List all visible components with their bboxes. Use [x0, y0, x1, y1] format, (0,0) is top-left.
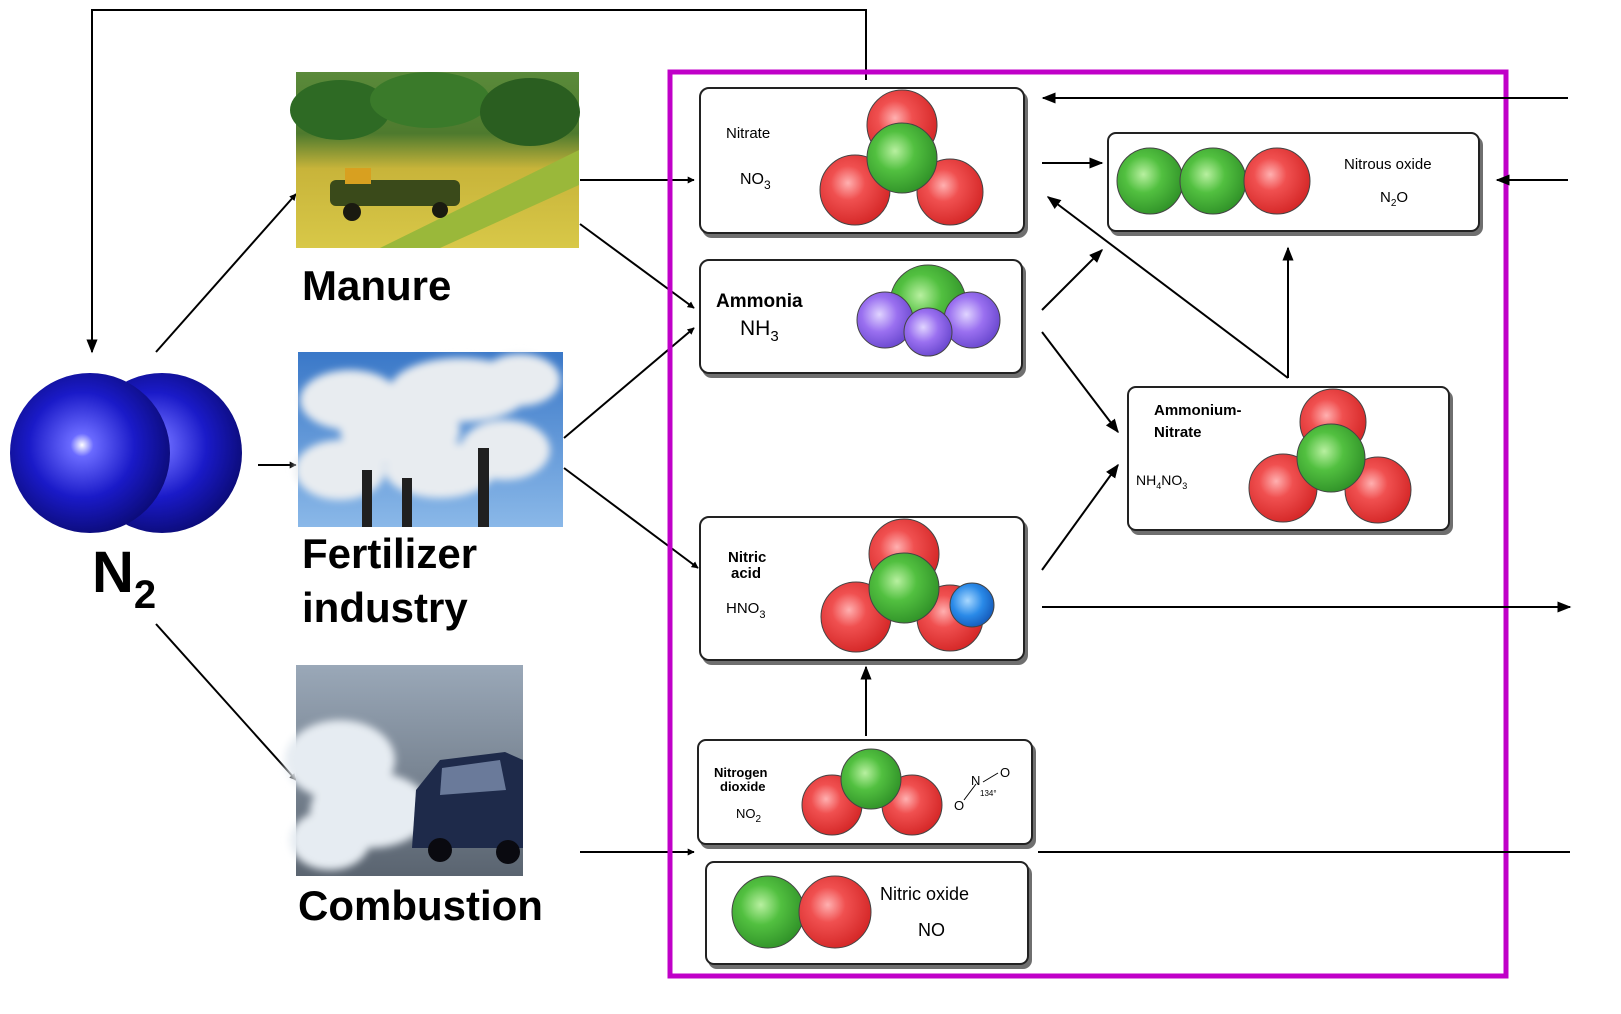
nitric-acid-name: Nitric acid	[728, 549, 771, 582]
nitric-oxide-molecule	[731, 875, 872, 949]
ammonia-name: Ammonia	[716, 291, 803, 312]
nitric-acid-molecule	[820, 518, 995, 653]
nitric-oxide-box: Nitric oxide NO	[705, 861, 1029, 965]
n2-to-sources-arrows	[155, 193, 297, 781]
manure-label: Manure	[302, 262, 451, 309]
nitrous-oxide-name: Nitrous oxide	[1344, 156, 1432, 173]
n2-molecule	[10, 373, 242, 533]
nitrate-name: Nitrate	[726, 125, 770, 142]
structure-angle: 134°	[980, 789, 997, 798]
nitrous-oxide-formula: N2O	[1380, 189, 1408, 209]
nitrous-oxide-molecule	[1116, 147, 1311, 215]
nitrogen-dioxide-name: Nitrogen dioxide	[714, 765, 771, 794]
nitrate-formula: NO3	[740, 171, 771, 192]
nitric-acid-box: Nitric acid HNO3	[699, 516, 1025, 661]
combustion-label: Combustion	[298, 882, 543, 929]
atmosphere-frame	[667, 69, 1509, 979]
structure-o-left: O	[954, 798, 964, 813]
fertilizer-industry-photo	[295, 352, 563, 527]
nitric-oxide-formula: NO	[918, 920, 945, 940]
nitric-acid-formula: HNO3	[726, 600, 765, 621]
ammonia-formula: NH3	[740, 317, 779, 345]
n2-symbol: N	[92, 540, 134, 605]
structure-o-right: O	[1000, 765, 1010, 780]
ammonium-nitrate-box: Ammonium- Nitrate NH4NO3	[1127, 386, 1450, 531]
nitrogen-dioxide-formula: NO2	[736, 806, 762, 825]
nitrogen-dioxide-molecule	[801, 748, 943, 836]
structure-n: N	[971, 773, 980, 788]
feedback-connector	[86, 9, 867, 354]
nitrogen-dioxide-structure	[963, 772, 999, 801]
nitrous-oxide-box: Nitrous oxide N2O	[1107, 132, 1480, 232]
nitrate-box: Nitrate NO3	[699, 87, 1025, 234]
nitrogen-dioxide-box: Nitrogen dioxide NO2 N O O 134°	[697, 739, 1033, 845]
manure-photo	[290, 72, 580, 248]
fertilizer-industry-label: Fertilizer industry	[302, 530, 489, 631]
n2-subscript: 2	[134, 573, 156, 617]
source-to-compound-arrows	[563, 176, 699, 856]
ammonium-nitrate-formula: NH4NO3	[1136, 472, 1187, 491]
ammonium-nitrate-name: Ammonium- Nitrate	[1154, 402, 1246, 441]
ammonia-box: Ammonia NH3	[699, 259, 1023, 374]
fertilizer-label-line2: industry	[302, 584, 468, 631]
ammonium-nitrate-molecule	[1248, 388, 1412, 524]
ammonia-molecule	[856, 264, 1001, 357]
nitrate-molecule	[819, 89, 984, 226]
reaction-arrows	[860, 92, 1572, 853]
combustion-photo	[285, 665, 523, 876]
n2-label: N2	[92, 540, 156, 617]
nitric-oxide-name: Nitric oxide	[880, 884, 969, 904]
fertilizer-label-line1: Fertilizer	[302, 530, 477, 577]
